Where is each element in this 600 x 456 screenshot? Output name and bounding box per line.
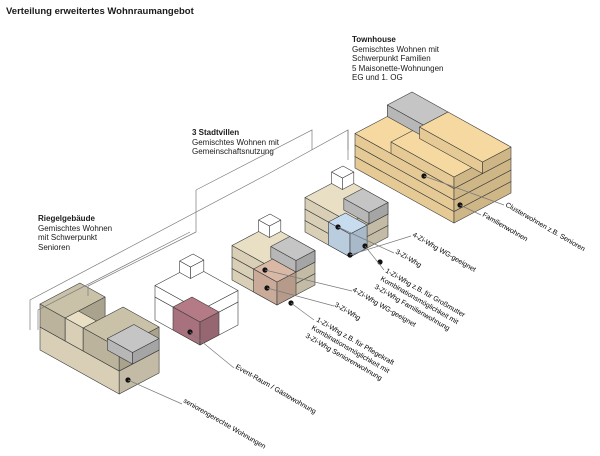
volume-face-top (419, 111, 512, 163)
volume-face-top (343, 188, 389, 213)
riegel-line-2: mit Schwerpunkt (38, 233, 98, 243)
leader-line (195, 129, 313, 191)
townhouse-line-3: 5 Maisonette-Wohnungen (352, 63, 444, 73)
volume-face-top (39, 282, 106, 319)
leader-line (189, 331, 235, 369)
townhouse-title: Townhouse (352, 35, 396, 44)
callout-label: Event-Raum / Gästewohnung (234, 364, 317, 416)
callout-label: 3-Zi-Whg (394, 249, 423, 270)
townhouse-line-2: Schwerpunkt Familien (352, 54, 431, 64)
volume-face-top (179, 253, 205, 268)
leader-line (459, 204, 482, 216)
unit-marker-dot (377, 259, 383, 265)
stadtvillen-line-2: Gemeinschaftsnutzung (192, 147, 274, 157)
diagram-title: Verteilung erweitertes Wohnraumangebot (6, 6, 194, 17)
label-riegelgebaeude: Riegelgebäude Gemischtes Wohnen mit Schw… (38, 214, 112, 252)
leader-line (337, 226, 395, 254)
label-stadtvillen: 3 Stadtvillen Gemischtes Wohnen mit Geme… (192, 128, 279, 157)
volume-face-top (107, 324, 160, 353)
callout-label: Clusterwohnen z.B. Senioren (504, 202, 586, 253)
leader-line (290, 302, 315, 321)
stadtvillen-title: 3 Stadtvillen (192, 128, 240, 137)
stadtvillen-line-1: Gemischtes Wohnen mit (192, 137, 279, 147)
volume-face-top (258, 213, 282, 227)
leader-line (87, 190, 197, 296)
callout-label: seniorengerechte Wohnungen (182, 398, 267, 451)
leader-line (266, 287, 335, 307)
callout-label: Kombinationsmöglichkeit mit (310, 325, 390, 375)
riegel-line-1: Gemischtes Wohnen (38, 223, 113, 233)
leader-line (37, 231, 191, 330)
buildings-layer (39, 91, 512, 395)
leader-lines-layer (29, 129, 505, 405)
label-townhouse: Townhouse Gemischtes Wohnen mit Schwerpu… (352, 35, 443, 83)
volume-face-top (328, 212, 368, 235)
leader-line (349, 235, 412, 256)
callout-label: Kombinationsmöglichkeit mit (379, 276, 459, 326)
callout-label: 3-Zi-Whg (333, 302, 362, 323)
volume-face-top (331, 165, 355, 179)
leader-line (364, 245, 385, 271)
leader-line (264, 269, 353, 292)
riegel-line-3: Senioren (38, 242, 71, 252)
volume-face-top (172, 296, 220, 323)
leader-line (127, 379, 183, 405)
riegel-title: Riegelgebäude (38, 214, 95, 223)
townhouse-line-1: Gemischtes Wohnen mit (352, 44, 439, 54)
volume-face-top (270, 236, 316, 261)
callout-label: 4-Zi-Whg WG-geeignet (411, 232, 477, 274)
leader-line (423, 175, 505, 206)
townhouse-line-4: EG und 1. OG (352, 73, 403, 83)
